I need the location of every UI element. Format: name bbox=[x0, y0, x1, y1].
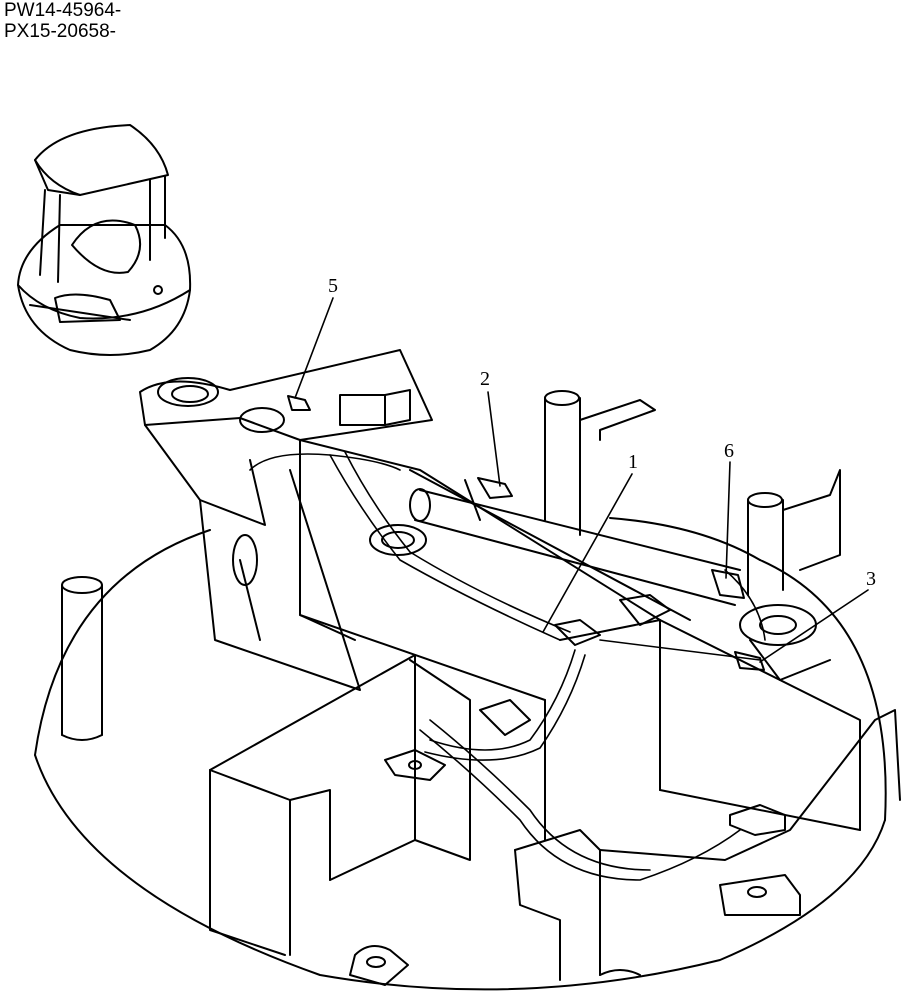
posts bbox=[61, 390, 841, 741]
callout-6: 6 bbox=[724, 440, 734, 462]
right-structure bbox=[384, 594, 901, 981]
serial-line-1: PW14-45964- bbox=[4, 0, 122, 21]
fittings bbox=[287, 395, 765, 671]
inset-excavator-view bbox=[17, 124, 192, 356]
leader-line-1 bbox=[542, 473, 633, 633]
callout-5: 5 bbox=[328, 275, 338, 297]
callout-1: 1 bbox=[628, 451, 638, 473]
leader-line-2 bbox=[487, 391, 501, 487]
cylinder-tube bbox=[409, 479, 741, 606]
front-box bbox=[209, 654, 471, 986]
leader-line-5 bbox=[294, 297, 334, 399]
callout-2: 2 bbox=[480, 368, 490, 390]
leader-line-3 bbox=[759, 589, 869, 663]
callout-3: 3 bbox=[866, 568, 876, 590]
leader-line-6 bbox=[725, 461, 731, 579]
hoses bbox=[249, 451, 766, 881]
serial-line-2: PX15-20658- bbox=[4, 21, 116, 42]
serial-range: PW14-45964- PX15-20658- bbox=[4, 0, 121, 42]
frame-base-plate bbox=[34, 517, 887, 991]
leader-lines bbox=[294, 297, 869, 663]
swing-bracket bbox=[139, 349, 433, 691]
main-beams bbox=[299, 439, 861, 841]
